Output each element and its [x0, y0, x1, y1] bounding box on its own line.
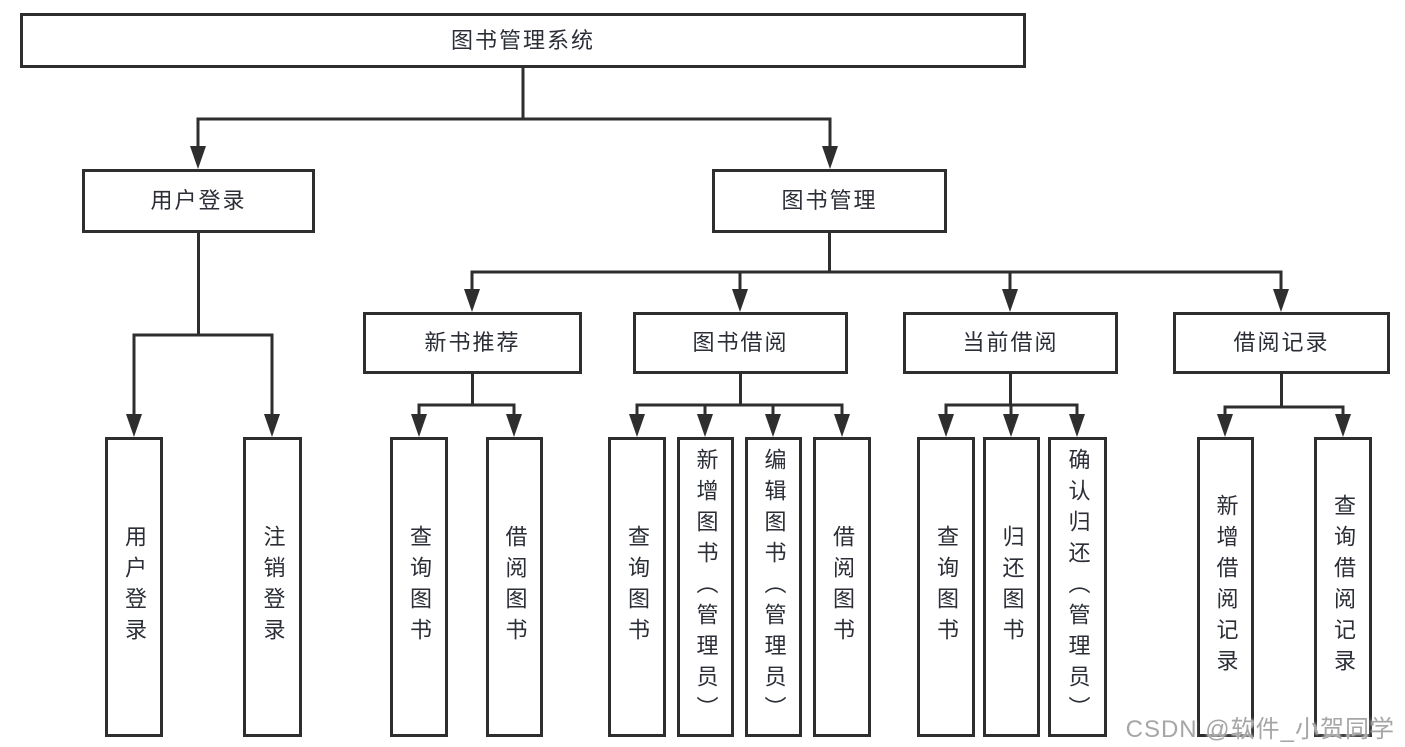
node-new-book-recommend: 新书推荐: [363, 312, 582, 374]
node-user-login-action: 用户登录: [105, 437, 163, 737]
node-add-books-admin: 新增图书（管理员）: [677, 437, 734, 737]
node-add-books-admin-label: 新增图书（管理员）: [693, 447, 719, 727]
node-logout-action: 注销登录: [243, 437, 302, 737]
node-query-borrow-record: 查询借阅记录: [1314, 437, 1372, 737]
node-query-books-borrowing-label: 查询图书: [625, 525, 650, 649]
node-return-books: 归还图书: [983, 437, 1040, 737]
csdn-watermark: CSDN @软件_小贺同学: [1125, 716, 1395, 743]
node-user-login-label: 用户登录: [150, 188, 247, 213]
node-book-management: 图书管理: [712, 169, 947, 233]
node-new-book-recommend-label: 新书推荐: [424, 330, 521, 355]
node-borrow-books-recommend: 借阅图书: [486, 437, 543, 737]
node-book-management-label: 图书管理: [781, 188, 878, 213]
node-query-books-current: 查询图书: [917, 437, 975, 737]
node-logout-action-label: 注销登录: [260, 525, 286, 649]
node-return-books-label: 归还图书: [999, 525, 1025, 649]
node-confirm-return-admin: 确认归还（管理员）: [1048, 437, 1107, 737]
node-borrow-records-label: 借阅记录: [1233, 330, 1330, 355]
node-query-books-borrowing: 查询图书: [608, 437, 666, 737]
node-query-books-recommend: 查询图书: [390, 437, 448, 737]
node-book-borrowing-label: 图书借阅: [692, 330, 789, 355]
node-user-login-action-label: 用户登录: [122, 525, 147, 649]
node-query-books-current-label: 查询图书: [934, 525, 959, 649]
node-add-borrow-record: 新增借阅记录: [1197, 437, 1254, 737]
node-book-borrowing: 图书借阅: [633, 312, 848, 374]
node-edit-books-admin: 编辑图书（管理员）: [745, 437, 802, 737]
node-current-borrowing-label: 当前借阅: [962, 330, 1059, 355]
node-query-books-recommend-label: 查询图书: [407, 525, 432, 649]
node-edit-books-admin-label: 编辑图书（管理员）: [761, 447, 787, 727]
node-library-system-label: 图书管理系统: [450, 27, 595, 53]
node-borrow-books-borrowing: 借阅图书: [813, 437, 871, 737]
node-user-login: 用户登录: [82, 169, 315, 233]
node-current-borrowing: 当前借阅: [903, 312, 1118, 374]
node-query-borrow-record-label: 查询借阅记录: [1331, 494, 1356, 680]
node-borrow-books-borrowing-label: 借阅图书: [830, 525, 855, 649]
node-borrow-records: 借阅记录: [1173, 312, 1390, 374]
node-confirm-return-admin-label: 确认归还（管理员）: [1065, 447, 1091, 727]
node-library-system: 图书管理系统: [20, 13, 1026, 68]
node-borrow-books-recommend-label: 借阅图书: [502, 525, 528, 649]
node-add-borrow-record-label: 新增借阅记录: [1213, 494, 1239, 680]
